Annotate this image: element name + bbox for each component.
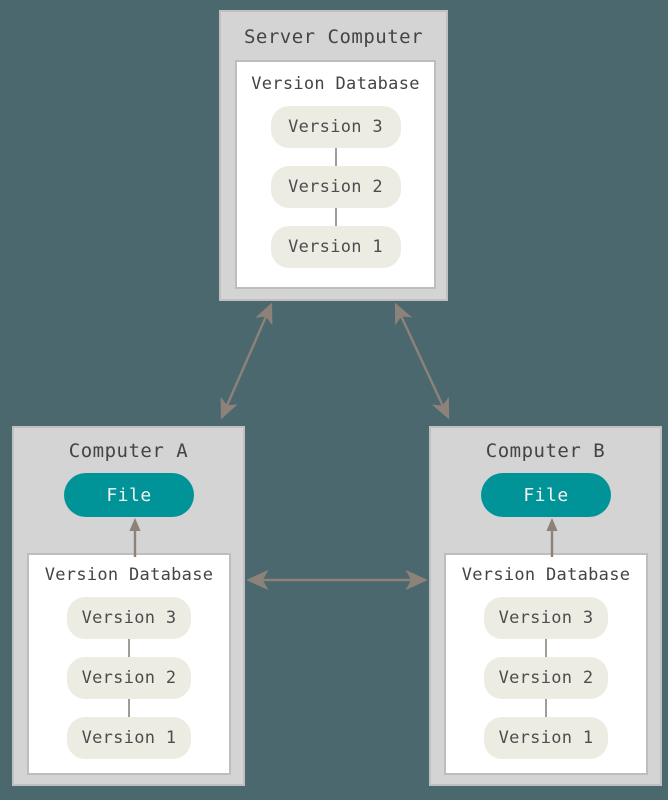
computer-b-version-database-panel: Version Database Version 3 Version 2 Ver… [444, 553, 648, 775]
server-computer-title: Server Computer [243, 26, 424, 48]
chain-link [334, 148, 337, 166]
chain-link [545, 699, 547, 717]
version-node[interactable]: Version 1 [270, 226, 401, 268]
computer-a-version-database-panel: Version Database Version 3 Version 2 Ver… [27, 553, 231, 775]
version-node[interactable]: Version 2 [67, 657, 191, 699]
chain-link [128, 699, 130, 717]
link-server-computer-a [220, 302, 273, 420]
version-node[interactable]: Version 3 [270, 106, 401, 148]
server-computer-box: Server Computer Version Database Version… [219, 10, 448, 301]
chain-link [334, 208, 337, 226]
computer-b-title: Computer B [485, 440, 606, 462]
chain-link [128, 639, 130, 657]
server-version-chain: Version 3 Version 2 Version 1 [237, 106, 434, 268]
computer-b-version-database-title: Version Database [461, 565, 631, 585]
database-to-file-arrow-b [546, 518, 558, 557]
chain-link [545, 639, 547, 657]
version-node[interactable]: Version 3 [67, 597, 191, 639]
version-node[interactable]: Version 1 [67, 717, 191, 759]
computer-a-title: Computer A [68, 440, 189, 462]
database-to-file-arrow-a [129, 518, 141, 557]
version-node[interactable]: Version 2 [270, 166, 401, 208]
computer-a-box: Computer A File Version Database Version… [12, 426, 245, 786]
computer-a-version-database-title: Version Database [44, 565, 214, 585]
computer-b-version-chain: Version 3 Version 2 Version 1 [446, 597, 646, 759]
version-node[interactable]: Version 3 [484, 597, 608, 639]
version-node[interactable]: Version 2 [484, 657, 608, 699]
version-node[interactable]: Version 1 [484, 717, 608, 759]
computer-a-version-chain: Version 3 Version 2 Version 1 [29, 597, 229, 759]
server-version-database-title: Version Database [251, 74, 420, 94]
computer-b-box: Computer B File Version Database Version… [429, 426, 662, 786]
server-version-database-panel: Version Database Version 3 Version 2 Ver… [235, 60, 436, 289]
computer-b-file-pill[interactable]: File [481, 473, 611, 517]
computer-a-file-pill[interactable]: File [64, 473, 194, 517]
link-server-computer-b [394, 302, 450, 420]
